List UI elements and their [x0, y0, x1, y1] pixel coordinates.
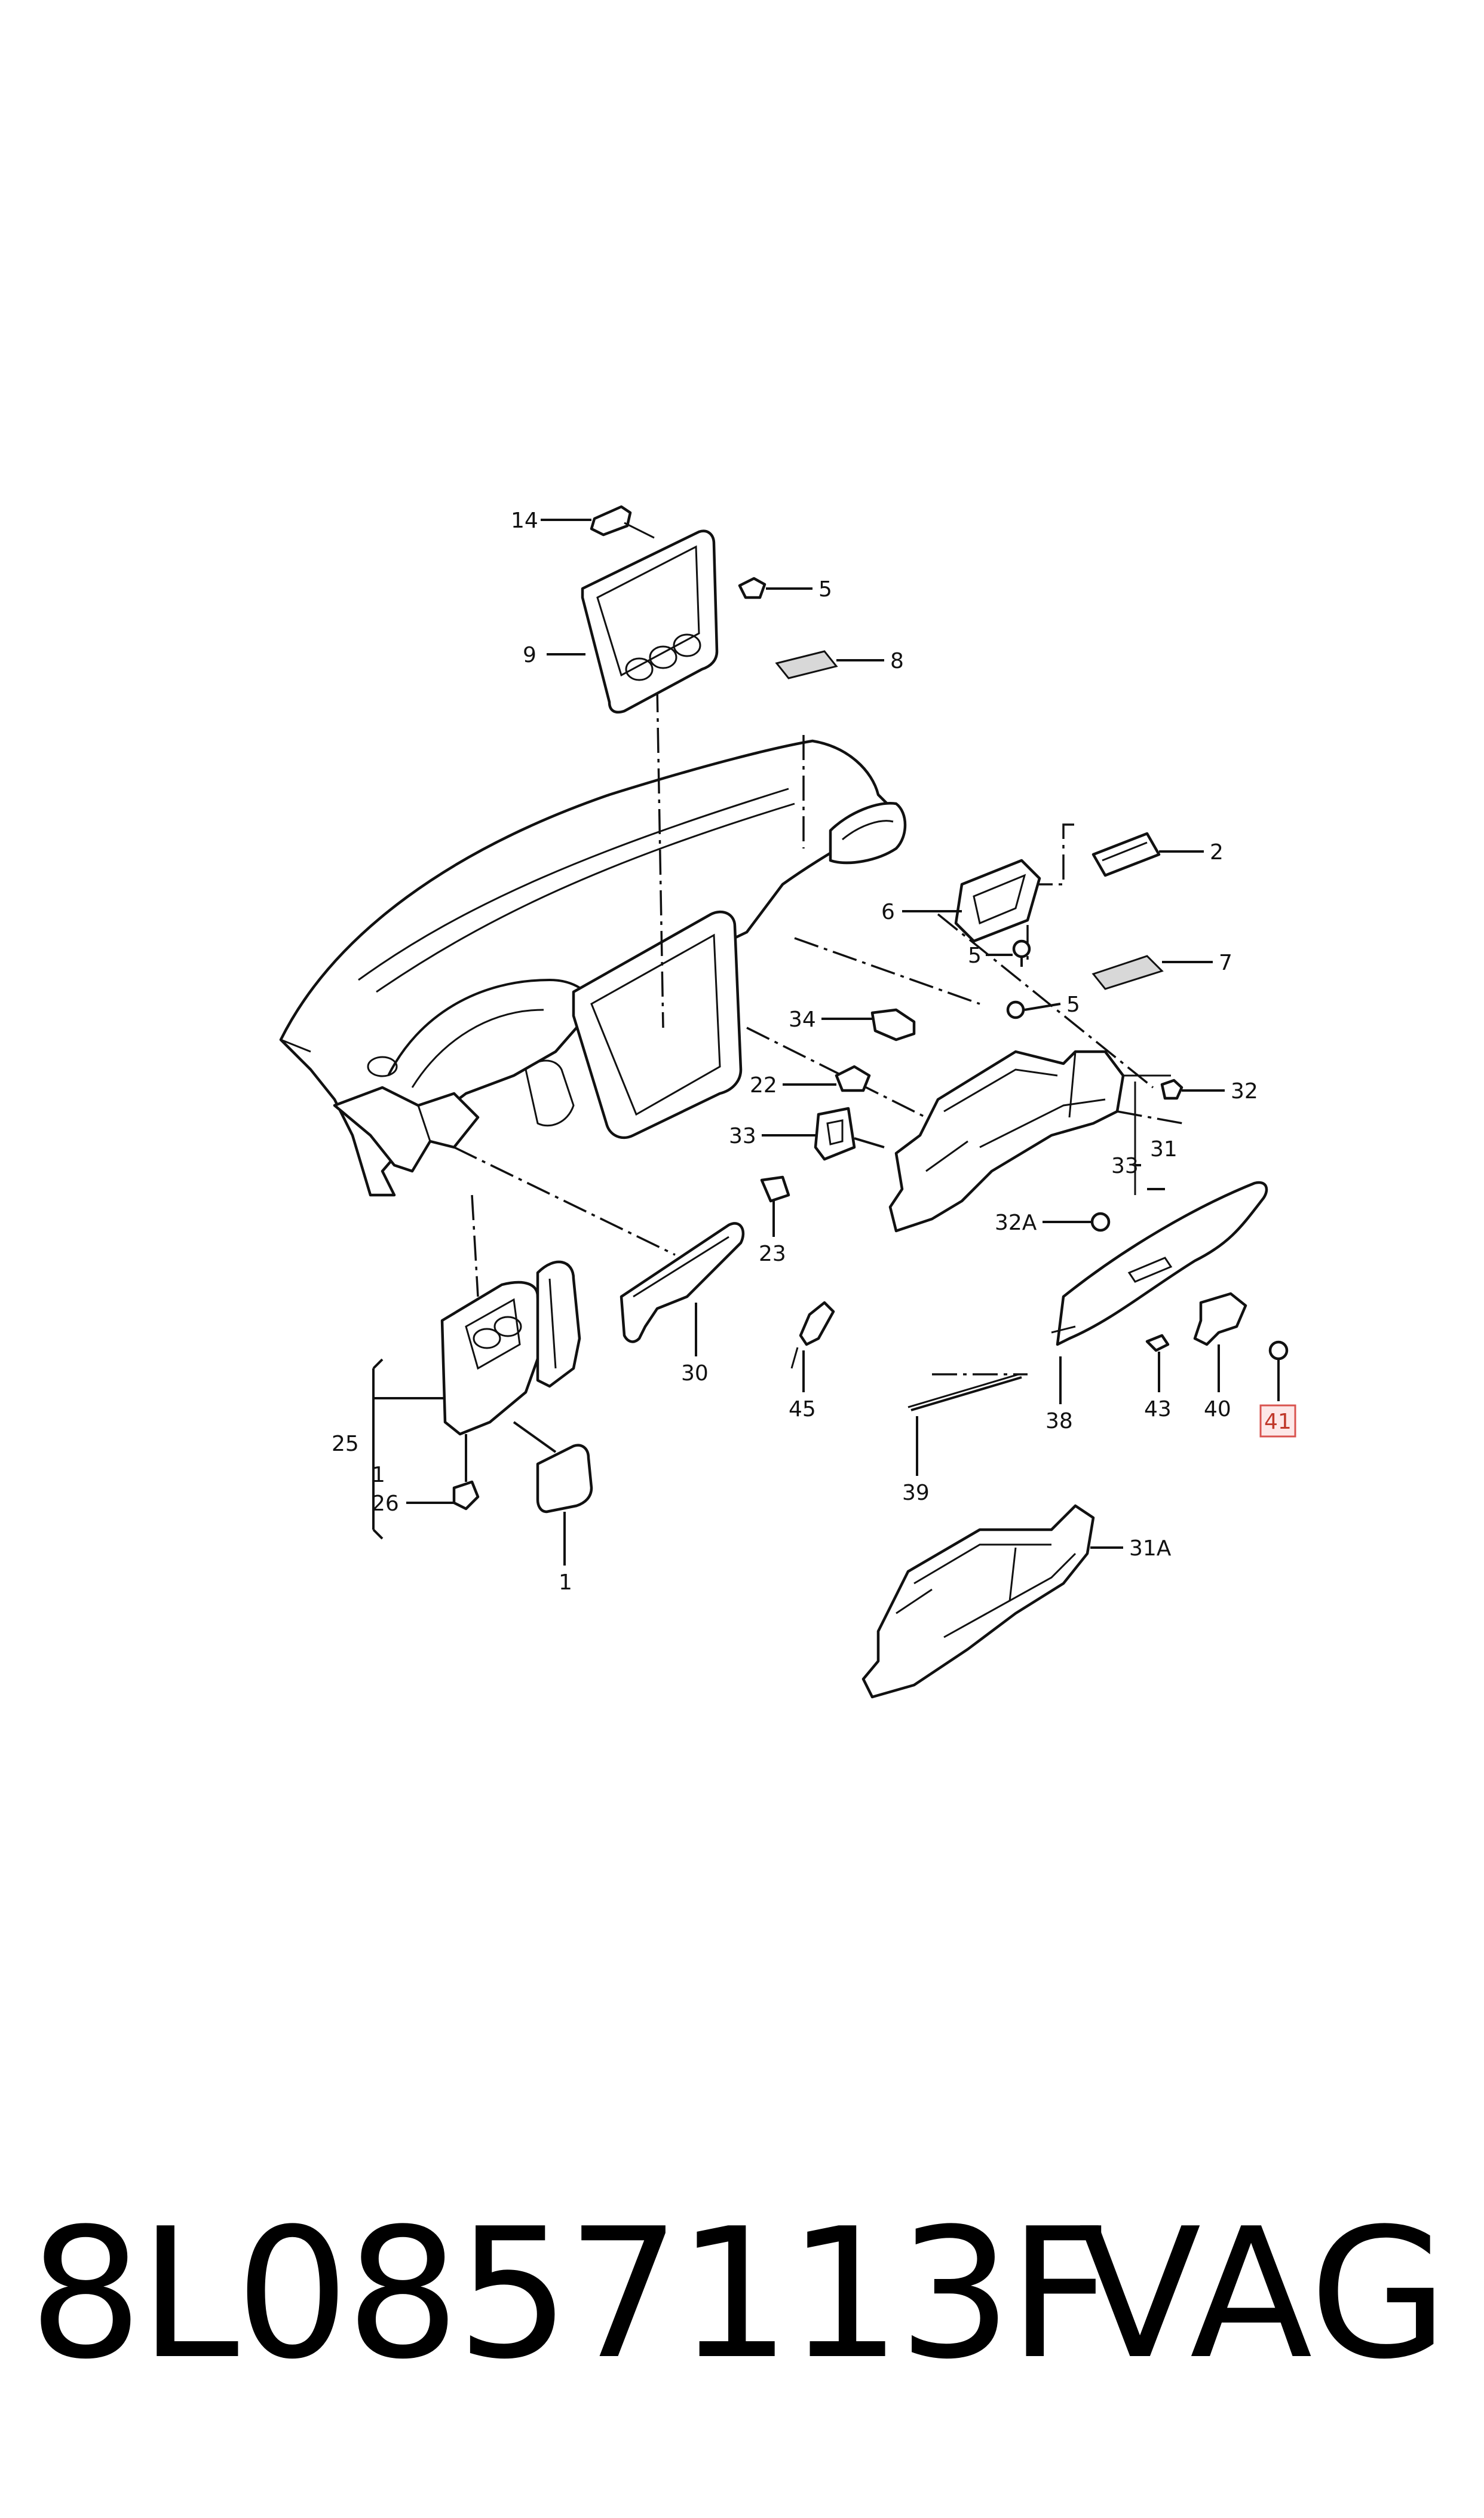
- callout-5-top: 5: [818, 577, 832, 602]
- part-31-glovebox-housing: [888, 1050, 1171, 1233]
- callout-26: 26: [372, 1491, 399, 1516]
- callout-labels: 14 5 9 8 2 6 5 7 5 34 32 22 33 33 31 32A…: [332, 508, 1296, 1595]
- callout-41-highlight-box: [1259, 1404, 1296, 1438]
- callout-7: 7: [1219, 951, 1232, 975]
- part-40-latch: [1193, 1292, 1247, 1392]
- part-8-label: [775, 650, 884, 679]
- part-6-bracket: [902, 859, 1041, 943]
- part-45-switch: [790, 1301, 835, 1392]
- part-14-clip: [541, 505, 655, 539]
- part-2-plate: [1091, 832, 1204, 877]
- part-number-caption: 8L0857113F: [29, 2190, 1112, 2398]
- part-33-bracket: [762, 1107, 885, 1161]
- callout-9: 9: [523, 643, 536, 667]
- callout-32a: 32A: [995, 1211, 1037, 1235]
- callout-8: 8: [890, 649, 904, 673]
- part-22-clip: [783, 1065, 871, 1092]
- callout-31a: 31A: [1129, 1536, 1172, 1561]
- footer-caption: 8L0857113F VAG: [0, 2187, 1484, 2402]
- callout-5-mid: 5: [968, 944, 982, 968]
- callout-33-left: 33: [729, 1124, 756, 1148]
- part-39-rod: [907, 1373, 1022, 1476]
- part-31a-glovebox-assembly: [861, 1504, 1123, 1699]
- part-7-pad: [1091, 955, 1213, 990]
- part-9-center-trim: [547, 529, 719, 714]
- callout-45: 45: [789, 1397, 816, 1422]
- callout-40: 40: [1204, 1397, 1231, 1422]
- callout-34: 34: [789, 1007, 816, 1032]
- dashboard-panel: [279, 739, 907, 1197]
- callout-6: 6: [881, 900, 895, 924]
- callout-33-right: 33: [1111, 1154, 1139, 1178]
- part-5-screws: [738, 577, 1061, 1019]
- part-1-cover: [513, 1421, 593, 1566]
- callout-25: 25: [332, 1432, 359, 1456]
- callout-2: 2: [1210, 840, 1224, 865]
- part-23-clip: [760, 1175, 790, 1237]
- part-38-glovebox-lid: [1051, 1181, 1268, 1404]
- callout-22: 22: [750, 1073, 777, 1098]
- callout-38: 38: [1045, 1409, 1073, 1433]
- part-34-pin: [821, 1008, 916, 1041]
- callout-30: 30: [681, 1361, 709, 1386]
- callout-1-bracket: 1: [372, 1463, 385, 1487]
- part-26-bolt: [406, 1434, 480, 1511]
- callout-14: 14: [511, 508, 538, 533]
- callout-39: 39: [902, 1481, 930, 1505]
- callout-31: 31: [1150, 1137, 1178, 1162]
- part-32a-nut: [1043, 1212, 1111, 1232]
- part-43-screw: [1145, 1334, 1170, 1392]
- callout-41: 41: [1264, 1410, 1292, 1434]
- part-41-screw: [1268, 1340, 1289, 1401]
- callout-5-low: 5: [1066, 993, 1080, 1017]
- callout-43: 43: [1144, 1397, 1172, 1422]
- brand-caption: VAG: [1078, 2190, 1448, 2398]
- part-25-side-panel: [372, 1260, 581, 1540]
- callout-23: 23: [759, 1242, 786, 1266]
- part-32-nut: [1160, 1079, 1225, 1100]
- callout-32: 32: [1231, 1079, 1258, 1104]
- part-30-knee-panel: [620, 1222, 745, 1356]
- callout-1-cover: 1: [559, 1570, 572, 1595]
